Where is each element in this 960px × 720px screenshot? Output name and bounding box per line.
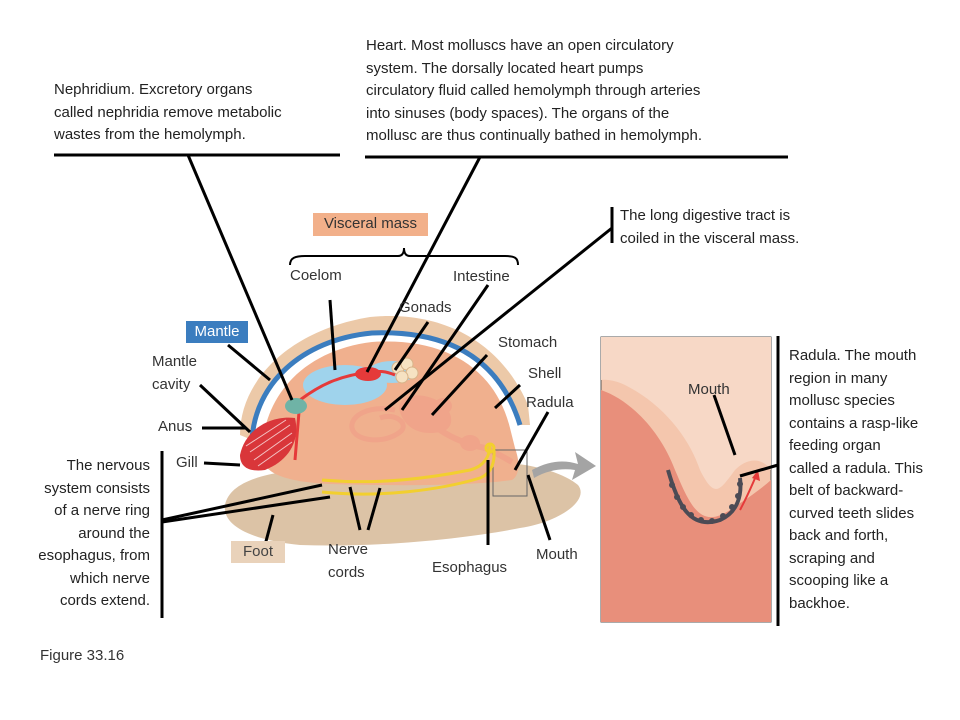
radula-label: Radula xyxy=(526,394,574,411)
mantle-cavity-label-line-2: cavity xyxy=(152,376,191,393)
radula-line-3: mollusc species xyxy=(789,392,895,409)
nephridium-line-2: called nephridia remove metabolic xyxy=(54,103,282,121)
radula-inset xyxy=(600,336,772,623)
radula-line-5: feeding organ xyxy=(789,437,881,454)
radula-line-2: region in many xyxy=(789,369,888,387)
radula-line-10: scraping and xyxy=(789,549,875,567)
nervous-line-6: which nerve xyxy=(69,569,150,587)
heart-shape xyxy=(355,367,381,381)
inset-mouth-label: Mouth xyxy=(688,381,730,398)
heart-line-3: circulatory fluid called hemolymph throu… xyxy=(366,82,701,99)
visceral-mass-label: Visceral mass xyxy=(313,213,428,236)
radula-line-8: curved teeth slides xyxy=(789,504,915,522)
radula-line-1: Radula. The mouth xyxy=(789,347,917,364)
heart-line-2: system. The dorsally located heart pumps xyxy=(366,59,644,77)
heart-line-1: Heart. Most molluscs have an open circul… xyxy=(366,37,674,54)
figure-caption: Figure 33.16 xyxy=(40,647,125,664)
nephridium-shape xyxy=(285,398,307,414)
coelom-label: Coelom xyxy=(290,267,342,284)
digestive-line-2: coiled in the visceral mass. xyxy=(620,229,800,247)
esophagus-label: Esophagus xyxy=(432,559,508,576)
gill-label: Gill xyxy=(176,454,198,471)
nephridium-line-1: Nephridium. Excretory organs xyxy=(54,81,253,98)
radula-line-6: called a radula. This xyxy=(789,459,923,477)
nerve-cords-label-line-1: Nerve xyxy=(328,541,369,558)
nervous-line-5: esophagus, from xyxy=(38,547,150,564)
nephridium-callout: Nephridium. Excretory organs called neph… xyxy=(54,79,282,147)
gonads-shape xyxy=(391,357,419,384)
nervous-line-1: The nervous xyxy=(66,457,150,474)
nervous-line-3: of a nerve ring xyxy=(54,502,150,519)
mantle-cavity-label-line-1: Mantle xyxy=(152,353,198,370)
radula-callout: Radula. The mouth region in many mollusc… xyxy=(789,345,923,615)
visceral-mass-brace xyxy=(289,247,519,266)
radula-line-9: back and forth, xyxy=(789,527,889,544)
gonads-label: Gonads xyxy=(399,299,452,316)
digestive-line-1: The long digestive tract is xyxy=(620,207,791,224)
nervous-line-7: cords extend. xyxy=(59,592,150,609)
radula-line-11: scooping like a xyxy=(789,572,889,589)
mantle-line xyxy=(249,330,523,441)
nervous-line-2: system consists xyxy=(44,479,150,497)
radula-line-7: belt of backward- xyxy=(789,482,904,499)
foot-label: Foot xyxy=(231,541,285,563)
nerve-cord-lower xyxy=(321,449,496,496)
nerve-cord-upper xyxy=(321,444,492,484)
nerve-cords-label-line-2: cords xyxy=(328,564,365,581)
anus-label: Anus xyxy=(158,418,193,435)
radula-line-4: contains a rasp-like xyxy=(789,414,919,432)
leader-lines xyxy=(54,153,788,626)
mantle-label: Mantle xyxy=(186,321,248,343)
radula-region-box xyxy=(492,449,528,497)
mouth-label: Mouth xyxy=(536,546,578,563)
radula-line-12: backhoe. xyxy=(789,594,850,612)
intestine-label: Intestine xyxy=(453,268,510,285)
intestine-shape xyxy=(349,406,406,443)
nervous-line-4: around the xyxy=(78,524,150,542)
nervous-system-callout: The nervous system consists of a nerve r… xyxy=(16,455,150,613)
shell-label: Shell xyxy=(528,365,562,382)
heart-line-5: mollusc are thus continually bathed in h… xyxy=(366,127,703,144)
zoom-arrow xyxy=(532,452,596,480)
heart-callout: Heart. Most molluscs have an open circul… xyxy=(366,35,702,148)
heart-line-4: into sinuses (body spaces). The organs o… xyxy=(366,104,670,122)
nephridium-line-3: wastes from the hemolymph. xyxy=(54,126,246,143)
nerve-ring xyxy=(484,442,496,454)
digestive-callout: The long digestive tract is coiled in th… xyxy=(620,205,799,250)
stomach-label: Stomach xyxy=(498,334,558,351)
